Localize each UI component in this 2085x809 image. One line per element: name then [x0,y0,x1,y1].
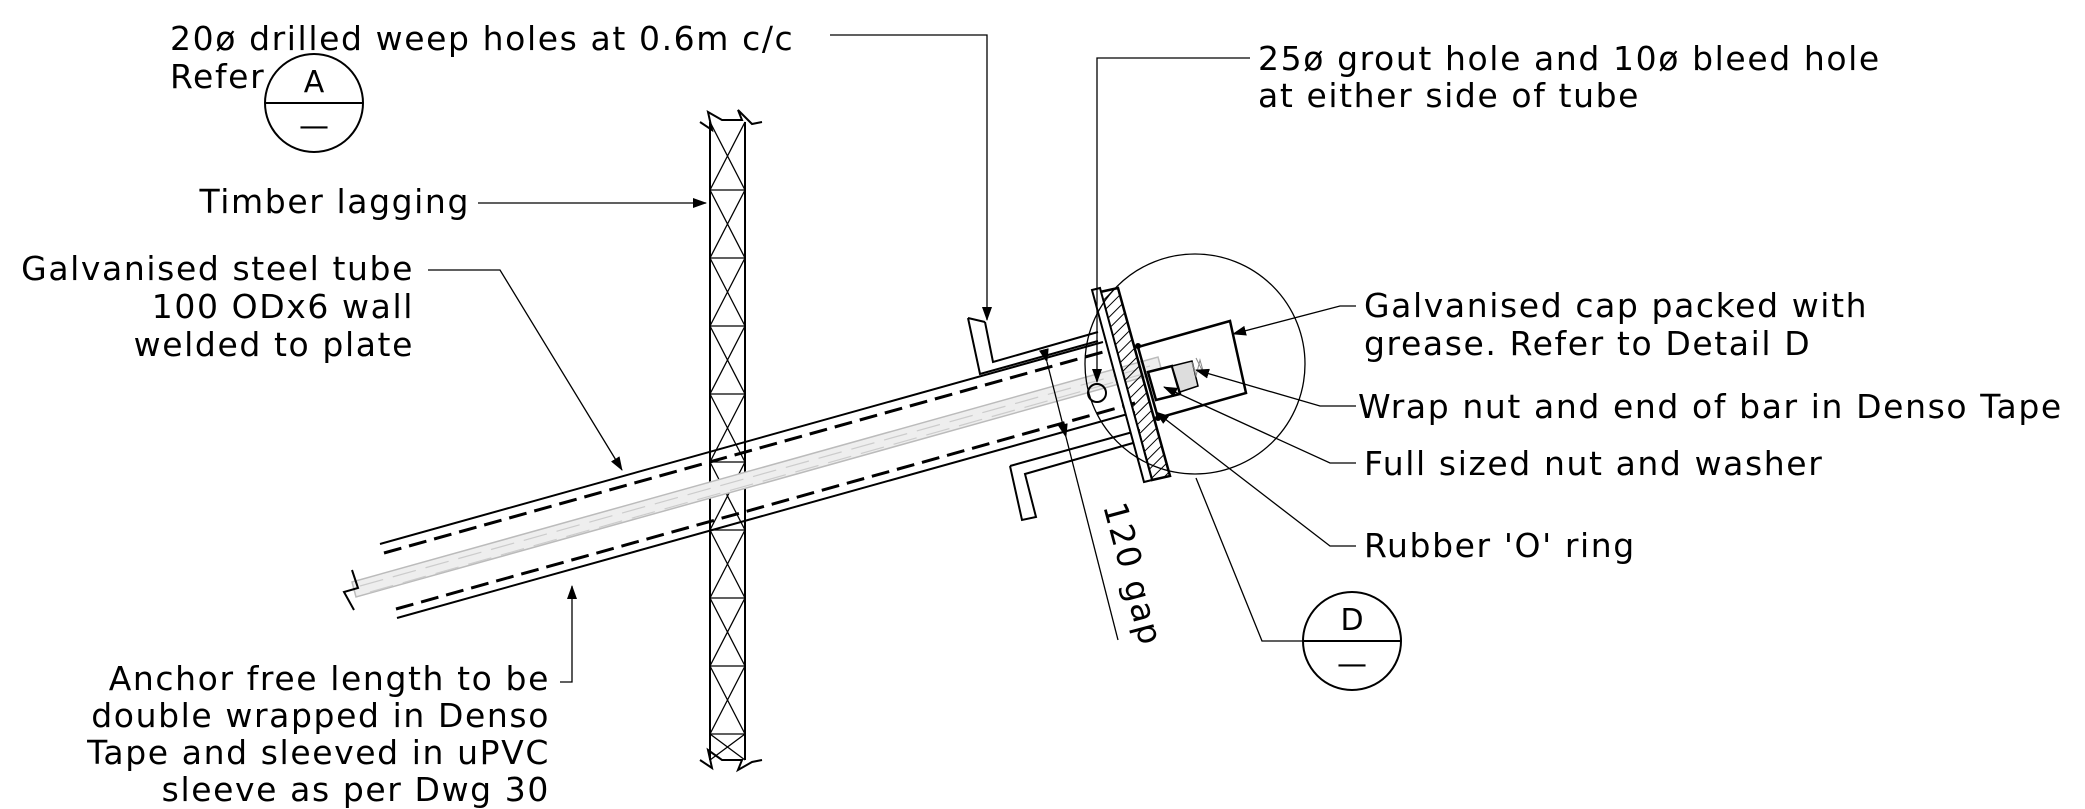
bearing-plate [1090,286,1172,484]
weep-holes-label: 20ø drilled weep holes at 0.6m c/c [170,19,794,58]
leaders [428,34,1356,683]
rubber-ring-label: Rubber 'O' ring [1364,526,1636,565]
weep-refer-label: Refer [170,57,265,96]
full-nut-label: Full sized nut and washer [1364,444,1823,483]
grout-hole-label: 25ø grout hole and 10ø bleed hole [1258,39,1881,78]
bubble-d-top: D [1340,603,1363,638]
timber-lagging [699,109,763,773]
detail-bubble-a: A — [264,53,364,153]
steel-tube-label-2: 100 ODx6 wall [152,287,414,326]
weep-bracket [1009,429,1141,522]
detail-d-circle [1084,253,1306,475]
gap-label: 120 gap [1095,498,1171,650]
wrap-nut-label: Wrap nut and end of bar in Denso Tape [1358,387,2063,426]
bleed-hole-icon [1087,383,1107,403]
annotations: 20ø drilled weep holes at 0.6m c/c Refer… [21,19,2063,809]
anchor-length-label: Anchor free length to be [109,659,550,698]
bubble-a-bottom: — [299,109,329,144]
steel-tube-label-3: welded to plate [134,325,414,364]
steel-tube-label: Galvanised steel tube [21,249,414,288]
timber-lagging-label: Timber lagging [199,182,470,221]
steel-tube [379,341,1136,619]
anchor-length-label-3: Tape and sleeved in uPVC [86,733,550,772]
anchor-bar [342,356,1163,611]
gap-dimension: 120 gap [1038,348,1171,650]
bubble-d-bottom: — [1337,647,1367,682]
detail-bubble-d: D — [1302,591,1402,691]
bubble-a-top: A [304,65,325,100]
cap-label-2: grease. Refer to Detail D [1364,324,1811,363]
cap-label: Galvanised cap packed with [1364,286,1868,325]
grout-hole-label-2: at either side of tube [1258,76,1640,115]
anchor-length-label-2: double wrapped in Denso [91,696,550,735]
anchor-length-label-4: sleeve as per Dwg 30 [162,770,550,809]
grout-pipe [967,317,1099,376]
